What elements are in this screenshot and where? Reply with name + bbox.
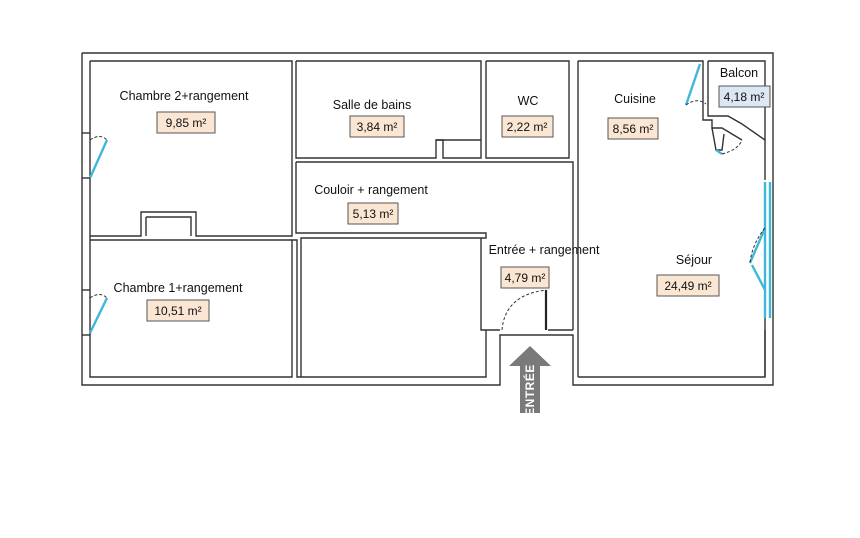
chambre-1-window-arc [89,294,108,299]
cuisine-walls [578,60,743,141]
salle-de-bains-area-box [349,115,405,138]
chambre-1-area: 10,51 m² [154,304,201,318]
room-balcon: Balcon 4,18 m² [707,60,771,155]
salle-de-bains-area: 3,84 m² [357,120,398,134]
entree-area-box [500,266,550,289]
cuisine-window-arc [685,100,707,106]
balcon-walls [707,60,766,142]
room-salle-de-bains: Salle de bains 3,84 m² [295,60,482,159]
entree-door-arc [501,289,547,331]
chambre-2-window-arc [89,136,108,141]
room-couloir: Couloir + rangement 5,13 m² [295,161,574,377]
cuisine-area: 8,56 m² [613,122,654,136]
outer-wall-inner-line [89,61,487,378]
couloir-name: Couloir + rangement [314,183,428,197]
sejour-area-box [656,274,720,297]
chambre-2-area: 9,85 m² [166,116,207,130]
sejour-window-leaf-2 [750,264,767,291]
wc-area: 2,22 m² [507,120,548,134]
salle-de-bains-name: Salle de bains [333,98,412,112]
chambre-1-name: Chambre 1+rangement [114,281,243,295]
couloir-area: 5,13 m² [353,207,394,221]
balcon-door-arc [721,139,743,155]
outer-wall-outer-line [81,52,774,386]
room-sejour: Séjour 24,49 m² [656,182,772,377]
couloir-walls [296,161,574,330]
chambre-1-area-box [146,299,210,322]
room-wc: WC 2,22 m² [485,60,570,159]
sejour-window-arc [749,227,766,264]
room-chambre-2: Chambre 2+rangement 9,85 m² [82,60,293,237]
wc-walls [485,60,570,159]
sejour-window-leaf [748,227,767,264]
entry-arrow: ENTRÉE [509,346,551,416]
entry-arrow-shape [509,346,551,413]
entree-walls [480,238,500,331]
chambre-2-walls [90,60,293,237]
entry-arrow-label: ENTRÉE [522,364,537,416]
sejour-name: Séjour [676,253,712,267]
couloir-area-box [347,202,399,225]
chambre-2-window [88,139,109,179]
balcon-name: Balcon [720,66,758,80]
wc-name: WC [518,94,539,108]
outer-wall-right-inner [578,330,766,378]
wc-area-box [501,115,554,138]
cuisine-area-box [607,117,659,140]
room-entree: Entrée + rangement 4,79 m² [480,238,600,331]
chambre-1-window [88,297,109,334]
room-chambre-1: Chambre 1+rangement 10,51 m² [82,239,292,336]
cuisine-name: Cuisine [614,92,656,106]
chambre-2-name: Chambre 2+rangement [120,89,249,103]
balcon-door-leaf [715,149,723,155]
chambre-2-inner-notch [146,216,192,236]
room-cuisine: Cuisine 8,56 m² [577,60,743,377]
balcon-area: 4,18 m² [724,90,765,104]
cuisine-window [684,63,702,106]
balcon-area-box [718,85,771,108]
entree-area: 4,79 m² [505,271,546,285]
chambre-2-area-box [156,111,216,134]
couloir-bottom-wall [295,162,487,377]
sejour-area: 24,49 m² [664,279,711,293]
entree-name: Entrée + rangement [489,243,600,257]
balcon-door-frame [711,127,725,151]
